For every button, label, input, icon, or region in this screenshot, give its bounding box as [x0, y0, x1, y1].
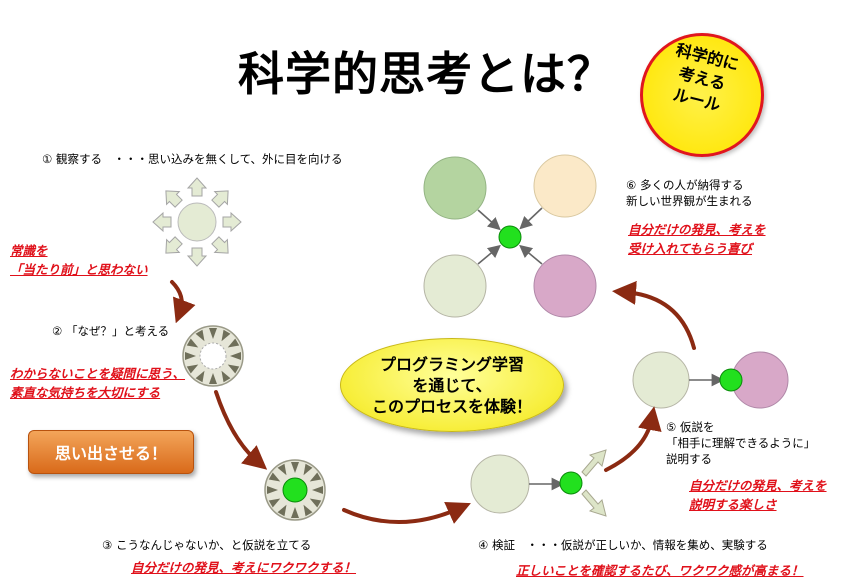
- verify-icon: [470, 449, 607, 517]
- note-2-line-1: わからないことを疑問に思う、: [10, 366, 186, 381]
- note-3: 自分だけの発見、考えにワクワクする！: [131, 560, 357, 575]
- note-6: 自分だけの発見、考えを 受け入れてもらう喜び: [628, 220, 766, 258]
- step-3-label: ③ こうなんじゃないか、と仮説を立てる: [102, 538, 312, 552]
- note-5-line-2: 説明する楽しさ: [689, 497, 777, 512]
- note-2-line-2: 素直な気持ちを大切にする: [10, 385, 161, 400]
- note-1-line-1: 常識を: [10, 243, 48, 258]
- step-5-label: ⑤ 仮説を 「相手に理解できるように」 説明する: [666, 419, 815, 467]
- center-message: プログラミング学習 を通じて、 このプロセスを体験！: [340, 338, 564, 432]
- center-line-2: を通じて、: [412, 375, 492, 395]
- flow-arrow-2-3: [214, 390, 268, 470]
- flow-arrow-5-6: [612, 280, 696, 350]
- page-title: 科学的思考とは？: [238, 47, 614, 101]
- center-line-1: プログラミング学習: [379, 354, 524, 374]
- step-5-line-3: 説明する: [666, 452, 712, 466]
- note-1: 常識を 「当たり前」と思わない: [10, 241, 148, 279]
- note-5: 自分だけの発見、考えを 説明する楽しさ: [689, 476, 827, 514]
- note-1-line-2: 「当たり前」と思わない: [10, 262, 148, 277]
- explain-icon: [632, 351, 789, 409]
- note-4: 正しいことを確認するたび、ワクワク感が高まる！: [516, 563, 804, 578]
- question-icon: [182, 325, 244, 387]
- step-1-label: ① 観察する ・・・思い込みを無くして、外に目を向ける: [42, 152, 343, 166]
- hypothesis-icon: [264, 459, 326, 521]
- note-6-line-2: 受け入れてもらう喜び: [628, 241, 753, 256]
- step-6-label: ⑥ 多くの人が納得する 新しい世界観が生まれる: [626, 177, 753, 209]
- center-line-3: このプロセスを体験！: [371, 396, 532, 416]
- consensus-icon: [423, 154, 597, 318]
- step-6-line-2: 新しい世界観が生まれる: [626, 194, 753, 208]
- rule-badge: [640, 33, 764, 157]
- note-2: わからないことを疑問に思う、 素直な気持ちを大切にする: [10, 364, 185, 402]
- flow-arrow-1-2: [170, 280, 196, 324]
- observe-icon: [152, 177, 242, 267]
- flow-arrow-3-4: [342, 501, 471, 524]
- note-6-line-1: 自分だけの発見、考えを: [628, 222, 766, 237]
- remind-callout: 思い出させる！: [28, 430, 194, 474]
- step-5-line-1: ⑤ 仮説を: [666, 420, 715, 434]
- step-4-label: ④ 検証 ・・・仮説が正しいか、情報を集め、実験する: [478, 538, 768, 552]
- step-5-line-2: 「相手に理解できるように」: [666, 436, 816, 450]
- step-6-line-1: ⑥ 多くの人が納得する: [626, 178, 744, 192]
- flow-arrow-4-5: [604, 406, 662, 472]
- note-5-line-1: 自分だけの発見、考えを: [689, 478, 827, 493]
- step-2-label: ② 「なぜ？」と考える: [52, 324, 170, 338]
